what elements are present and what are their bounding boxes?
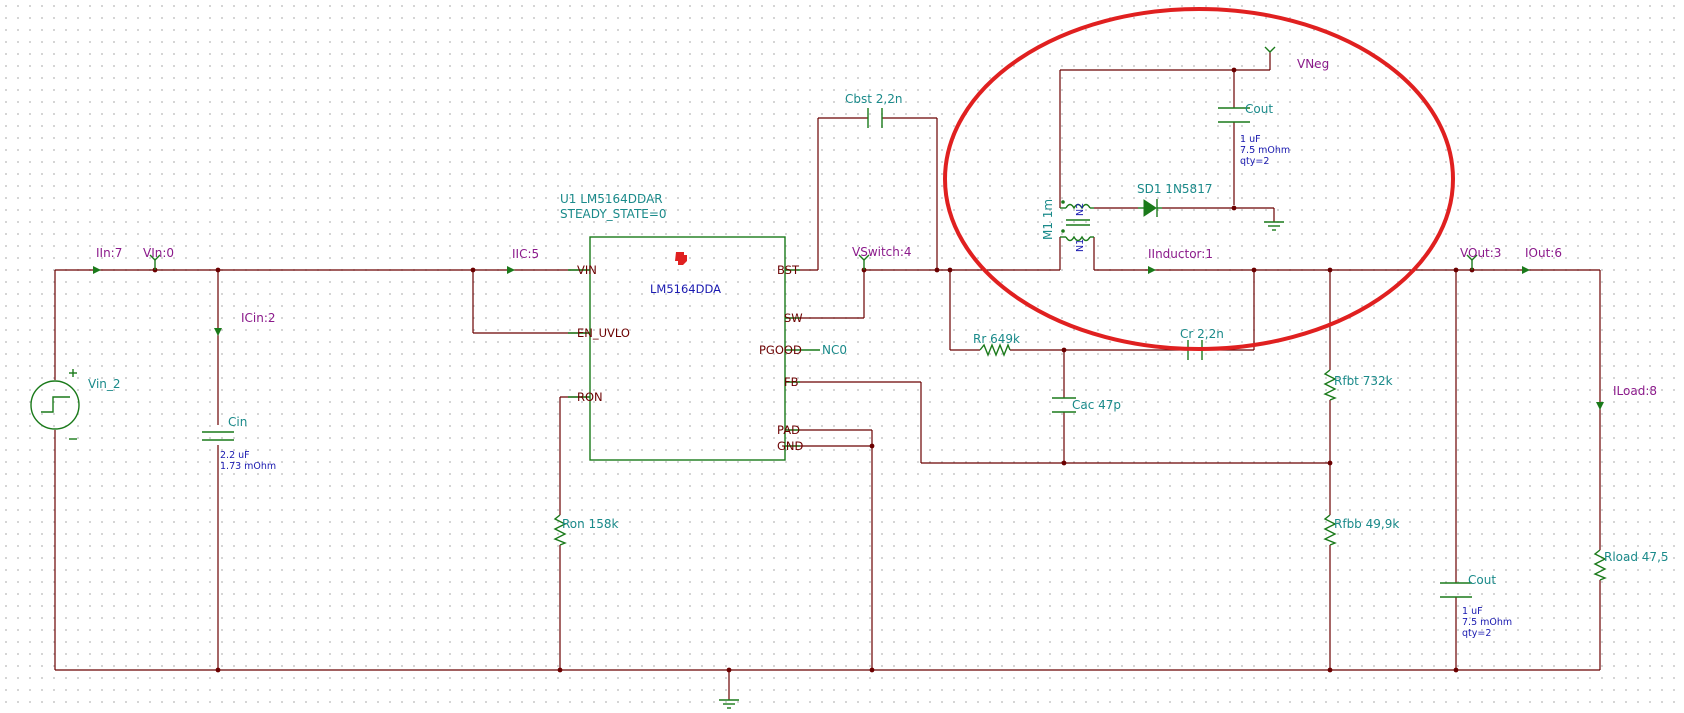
- rload-resistor-symbol[interactable]: [1593, 549, 1607, 581]
- rfbt-label: Rfbt 732k: [1334, 374, 1393, 388]
- cac-label: Cac 47p: [1072, 398, 1121, 412]
- probe-vin-label: VIn:0: [143, 246, 174, 260]
- probe-iinductor-label: IInductor:1: [1148, 247, 1213, 261]
- cout-neg-label: Cout: [1245, 102, 1273, 116]
- probe-iin-label: IIn:7: [96, 246, 122, 260]
- cin-capacitor-symbol[interactable]: [202, 431, 234, 441]
- cout-neg-value-qty: qty=2: [1240, 156, 1269, 167]
- cin-value-esr: 1.73 mOhm: [220, 461, 276, 472]
- pin-sw-label: SW: [784, 311, 803, 325]
- cout-neg-value-esr: 7.5 mOhm: [1240, 145, 1290, 156]
- pin-gnd-label: GND: [777, 439, 804, 453]
- current-arrow-icon: [93, 266, 1604, 410]
- rfbb-resistor-symbol[interactable]: [1323, 514, 1337, 546]
- probe-iic-label: IIC:5: [512, 247, 539, 261]
- transformer-n2-label: N2: [1075, 203, 1086, 216]
- cbst-capacitor-symbol[interactable]: [867, 108, 883, 128]
- pin-bst-label: BST: [777, 263, 800, 277]
- cout-main-label: Cout: [1468, 573, 1496, 587]
- cout-main-value-capacitance: 1 uF: [1462, 606, 1483, 617]
- vin-source-label: Vin_2: [88, 377, 121, 391]
- ic-ref-label: U1 LM5164DDAR: [560, 192, 663, 206]
- cout-neg-value-capacitance: 1 uF: [1240, 134, 1261, 145]
- pin-pgood-label: PGOOD: [759, 343, 802, 357]
- rfbt-resistor-symbol[interactable]: [1323, 369, 1337, 401]
- pin-pad-label: PAD: [777, 423, 800, 437]
- probe-iload-label: ILoad:8: [1613, 384, 1657, 398]
- highlight-annotation-circle: [943, 7, 1455, 351]
- ic-body[interactable]: [568, 236, 820, 461]
- transformer-label: M1 1m: [1041, 199, 1055, 240]
- ic-state-label: STEADY_STATE=0: [560, 207, 667, 221]
- junction-dots: [152, 67, 1475, 673]
- cbst-label: Cbst 2,2n: [845, 92, 902, 106]
- ti-logo-icon: [675, 252, 687, 265]
- pin-vin-label: VIN: [577, 263, 597, 277]
- cr-label: Cr 2,2n: [1180, 327, 1224, 341]
- probe-vswitch-label: VSwitch:4: [852, 245, 912, 259]
- rr-resistor-symbol[interactable]: [979, 343, 1011, 357]
- probe-icin-label: ICin:2: [241, 311, 276, 325]
- transformer-n1-label: N1: [1075, 239, 1086, 252]
- nc-label: NC0: [822, 343, 847, 357]
- probe-vneg-label: VNeg: [1297, 57, 1329, 71]
- probe-iout-label: IOut:6: [1525, 246, 1562, 260]
- pin-en-uvlo-label: EN_UVLO: [577, 326, 630, 340]
- cout-main-value-esr: 7.5 mOhm: [1462, 617, 1512, 628]
- ron-label: Ron 158k: [562, 517, 618, 531]
- transformer-symbol[interactable]: [1060, 200, 1094, 242]
- pin-ron-label: RON: [577, 390, 603, 404]
- cin-label: Cin: [228, 415, 247, 429]
- cac-capacitor-symbol[interactable]: [1052, 397, 1076, 413]
- ron-resistor-symbol[interactable]: [553, 514, 567, 546]
- voltage-probe-icon: [149, 46, 1478, 270]
- rload-label: Rload 47,5: [1604, 550, 1669, 564]
- rr-label: Rr 649k: [973, 332, 1020, 346]
- cout-neg-capacitor-symbol[interactable]: [1218, 107, 1250, 123]
- probe-vout-label: VOut:3: [1460, 246, 1501, 260]
- ground-icon: [1264, 221, 1284, 231]
- ic-part-label: LM5164DDA: [650, 282, 721, 296]
- cout-capacitor-symbol[interactable]: [1440, 582, 1472, 598]
- pin-fb-label: FB: [784, 375, 799, 389]
- diode-symbol[interactable]: [1138, 199, 1162, 217]
- ground-icon: [719, 699, 739, 709]
- cout-main-value-qty: qty=2: [1462, 628, 1491, 639]
- diode-label: SD1 1N5817: [1137, 182, 1212, 196]
- rfbb-label: Rfbb 49,9k: [1334, 517, 1399, 531]
- voltage-source-symbol[interactable]: [30, 369, 80, 440]
- cin-value-capacitance: 2.2 uF: [220, 450, 250, 461]
